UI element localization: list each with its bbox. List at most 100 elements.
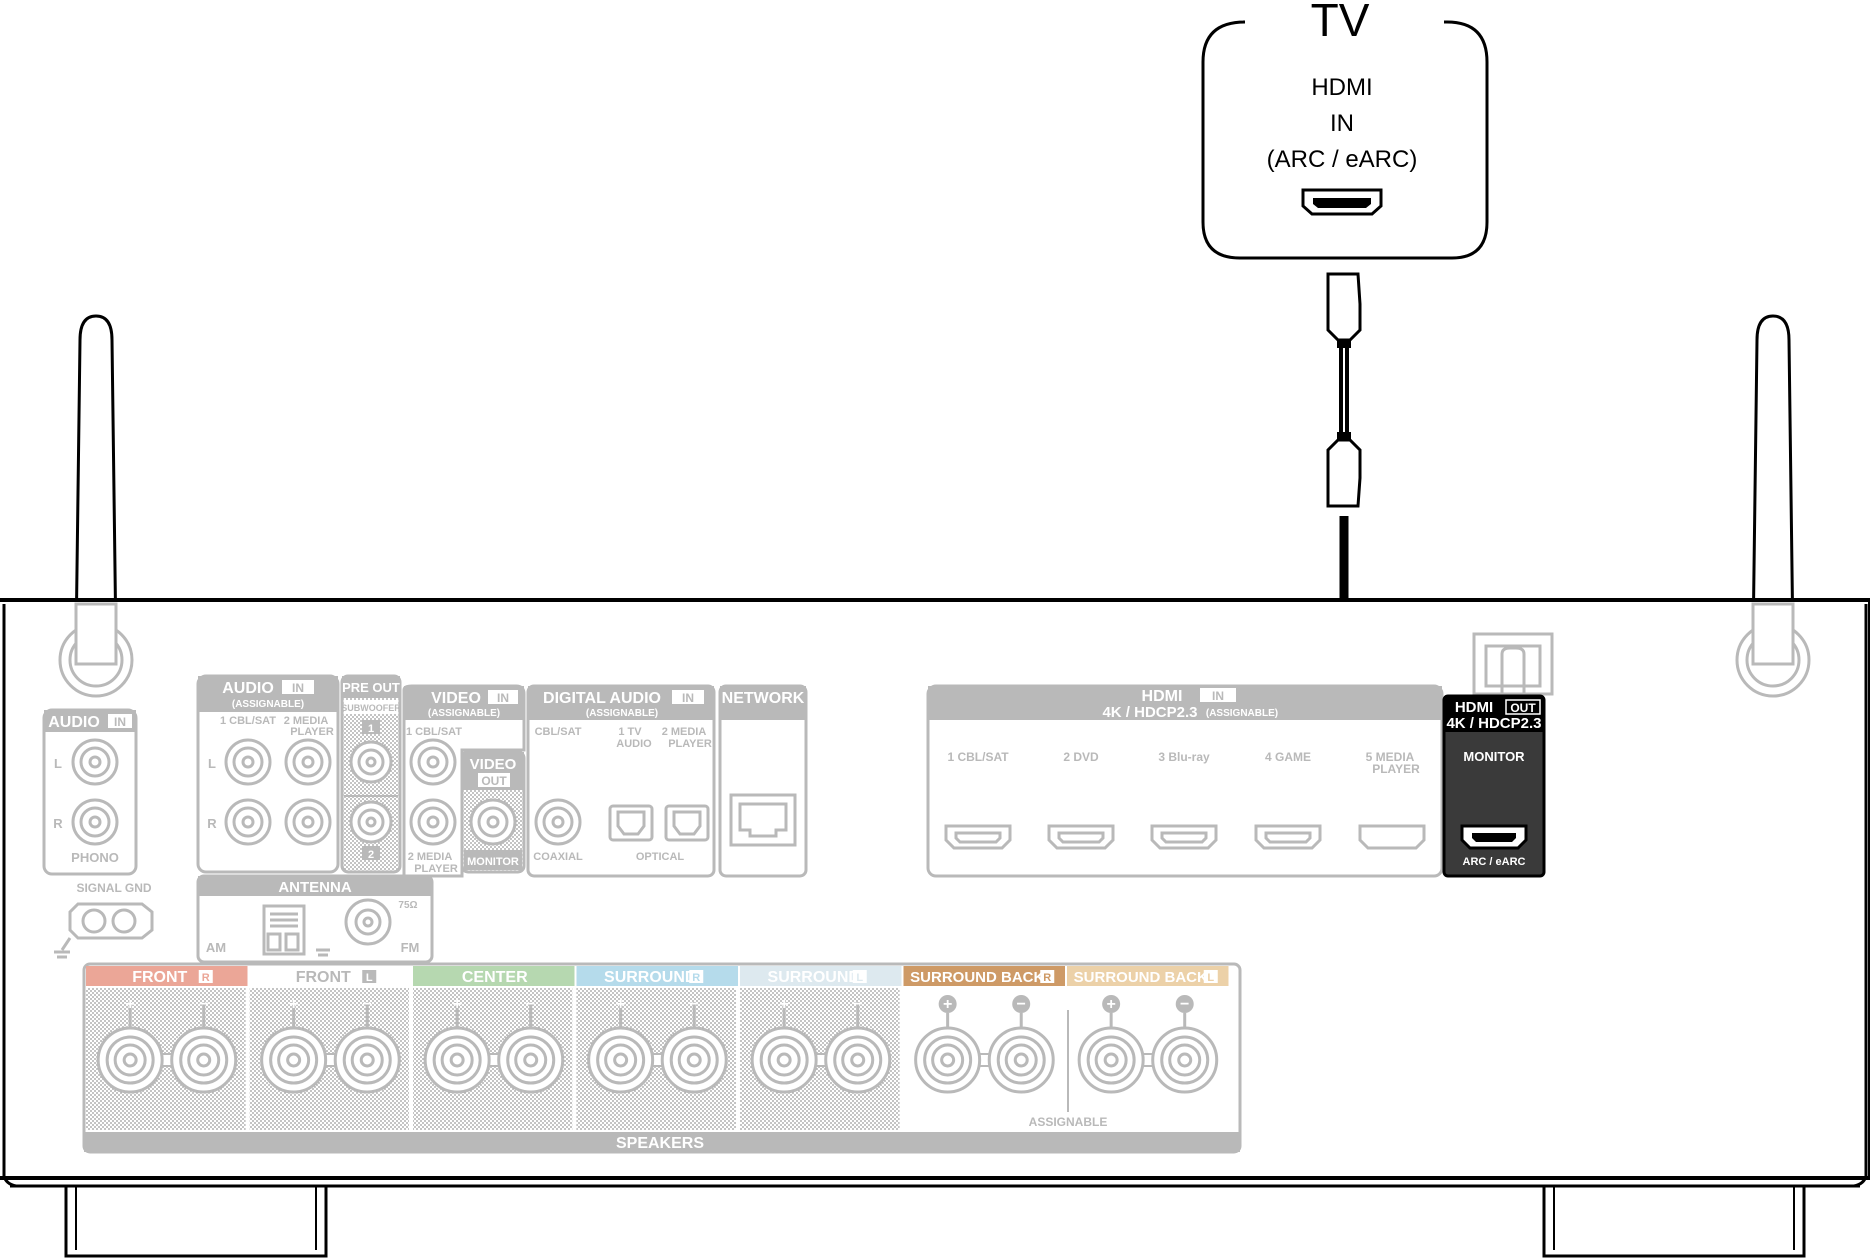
audio-in-col2b: PLAYER [290,726,334,738]
digital-audio-sub: (ASSIGNABLE) [586,708,658,719]
antenna-header: ANTENNA [278,879,351,896]
hdmi-in-input-5: 5 MEDIA [1366,750,1415,764]
speaker-plus-2: + [452,996,461,1013]
hdmi-in-tag: IN [1212,689,1224,703]
speaker-minus-3: − [690,996,699,1013]
speaker-group-name-4: SURROUND [768,969,860,986]
video-in-section: VIDEO IN (ASSIGNABLE) 1 CBL/SAT 2 MEDIA … [402,684,526,878]
phono-label: PHONO [71,850,119,865]
signal-gnd-section: SIGNAL GND [54,881,154,959]
speaker-terminal-2-0[interactable] [423,1026,491,1094]
hdmi-in-sub-small: (ASSIGNABLE) [1206,708,1278,719]
antenna-am: AM [206,940,226,955]
speaker-group-name-2: CENTER [462,969,528,986]
phono-ch-r: R [53,816,63,831]
speaker-terminal-5-0[interactable] [914,1026,982,1094]
digital-optical: OPTICAL [636,851,685,863]
audio-in-ch-l: L [208,756,216,771]
hdmi-in-input-2: 2 DVD [1063,750,1099,764]
video-out-label: MONITOR [467,856,519,868]
speaker-plus-3: + [616,996,625,1013]
hdmi-in-input-3: 3 Blu-ray [1158,750,1210,764]
hdmi-out-port[interactable] [1460,824,1528,850]
tv-hdmi-port-icon [1301,188,1383,216]
tv-title: TV [1311,0,1370,46]
speaker-terminal-4-1[interactable] [824,1026,892,1094]
speaker-group-tag-5: R [1043,972,1051,984]
hdmi-out-sub: 4K / HDCP2.3 [1446,715,1541,732]
pre-out-header: PRE OUT [342,680,400,695]
hdmi-in-sub: 4K / HDCP2.3 [1102,704,1197,721]
pre-out-section: PRE OUT SUBWOOFER 1 2 [340,674,402,874]
audio-in-header: AUDIO [222,680,274,697]
antenna-base-left [58,602,134,698]
speaker-plus-5: + [943,996,952,1013]
speaker-group-name-5: SURROUND BACK [910,969,1044,986]
digital-audio-tag: IN [682,691,694,705]
speaker-terminal-1-1[interactable] [333,1026,401,1094]
pre-out-num1: 1 [368,723,374,735]
hdmi-in-input-1: 1 CBL/SAT [947,750,1009,764]
audio-in-phono-section: AUDIO IN L R PHONO [42,708,138,876]
hdmi-out-header: HDMI [1455,699,1493,716]
speaker-terminal-2-1[interactable] [497,1026,565,1094]
speaker-terminal-4-0[interactable] [750,1026,818,1094]
hdmi-out-tag: OUT [1510,701,1536,715]
speaker-group-name-6: SURROUND BACK [1074,969,1208,986]
speaker-group-2: CENTER+ − [413,966,575,1130]
antenna-base-right [1735,602,1811,698]
phono-r-jack[interactable] [71,798,119,846]
audio-in-ch-r: R [207,816,217,831]
digital-col1: CBL/SAT [535,726,582,738]
speaker-group-name-1: FRONT [296,969,351,986]
speaker-group-tag-1: L [366,972,373,984]
speaker-terminal-5-1[interactable] [987,1026,1055,1094]
speaker-terminal-6-0[interactable] [1077,1026,1145,1094]
tv-port-line1: HDMI [1311,74,1372,101]
speaker-minus-2: − [526,996,535,1013]
speaker-terminal-3-1[interactable] [660,1026,728,1094]
speaker-terminal-0-1[interactable] [170,1026,238,1094]
signal-gnd-label: SIGNAL GND [76,881,151,895]
hdmi-in-section: HDMI IN 4K / HDCP2.3 (ASSIGNABLE) 1 CBL/… [926,684,1444,878]
speaker-terminal-0-0[interactable] [96,1026,164,1094]
hdmi-out-label: MONITOR [1463,749,1525,764]
pre-out-num2: 2 [368,849,374,861]
hdmi-out-port-label: ARC / eARC [1463,856,1526,868]
antenna-left [74,314,118,648]
hdmi-in-input-5-line2: PLAYER [1372,762,1420,776]
digital-coaxial: COAXIAL [533,851,583,863]
video-in-col1: 1 CBL/SAT [406,726,462,738]
hdmi-out-section: HDMI OUT 4K / HDCP2.3 MONITOR ARC / eARC [1442,632,1554,878]
network-section: NETWORK [718,684,808,878]
antenna-ohm: 75Ω [398,900,417,911]
video-out-section: VIDEO OUT MONITOR [460,750,526,874]
digital-audio-section: DIGITAL AUDIO IN (ASSIGNABLE) CBL/SAT 1 … [526,684,716,878]
hdmi-in-input-4: 4 GAME [1265,750,1311,764]
speaker-plus-6: + [1106,996,1115,1013]
speakers-footer: SPEAKERS [616,1135,704,1152]
phono-l-jack[interactable] [71,738,119,786]
speaker-minus-0: − [199,996,208,1013]
video-in-sub: (ASSIGNABLE) [428,708,500,719]
antenna-section: ANTENNA AM FM 75Ω [196,874,434,964]
speaker-plus-1: + [289,996,298,1013]
tv-port-line2: IN [1330,110,1354,137]
speaker-terminal-6-1[interactable] [1151,1026,1219,1094]
speaker-group-tag-3: R [692,972,700,984]
speaker-minus-5: − [1017,996,1026,1013]
speaker-terminal-1-0[interactable] [260,1026,328,1094]
speakers-assignable: ASSIGNABLE [1029,1115,1108,1129]
speaker-minus-6: − [1180,996,1189,1013]
video-out-header: VIDEO [470,756,517,773]
speaker-terminal-3-0[interactable] [587,1026,655,1094]
speaker-group-name-3: SURROUND [604,969,696,986]
speaker-plus-4: + [779,996,788,1013]
audio-in-phono-tag: IN [114,715,126,729]
